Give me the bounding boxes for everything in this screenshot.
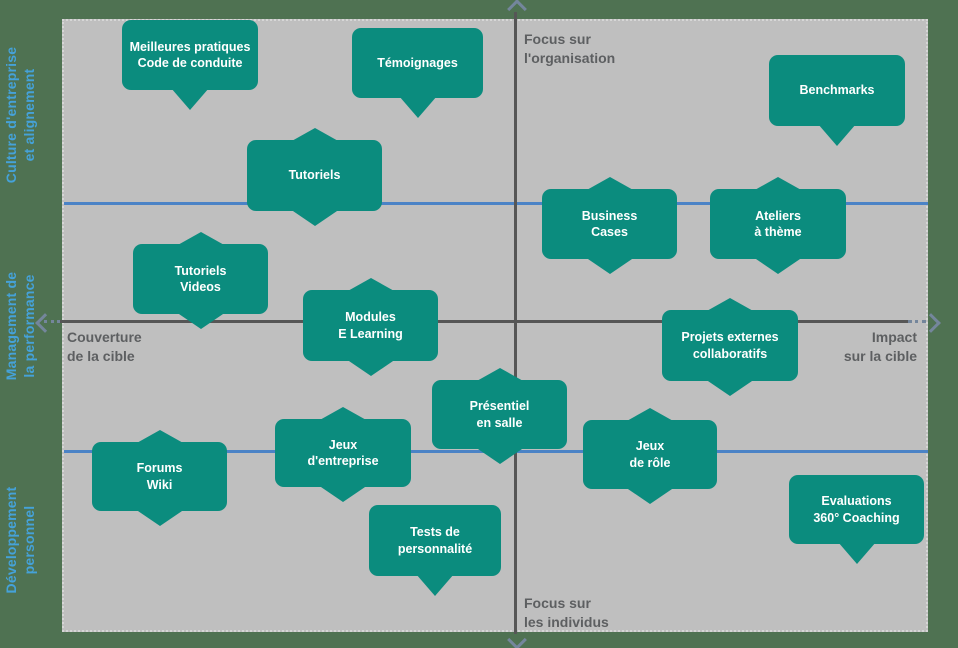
callout-tutoriels-videos: Tutoriels Videos [133,232,268,329]
callout-benchmarks: Benchmarks [769,55,905,146]
arrow-up-icon [507,0,527,19]
axis-label-focus-organisation: Focus sur l'organisation [524,31,616,66]
callout-label: Benchmarks [799,83,875,98]
callout-label: Tutoriels Videos [174,263,227,294]
callout-business-cases: Business Cases [542,177,677,274]
callout-projets-externes: Projets externes collaboratifs [662,298,798,396]
left-axis-dotted-stub [44,320,60,323]
callout-jeux-de-role: Jeux de rôle [583,408,717,504]
callout-ateliers-a-theme: Ateliers à thème [710,177,846,274]
callout-label: Modules E Learning [338,310,403,341]
callout-presentiel-en-salle: Présentiel en salle [432,368,567,464]
top-blue-threshold-line [64,202,928,205]
callout-forums-wiki: Forums Wiki [92,430,227,526]
callout-tutoriels: Tutoriels [247,128,382,226]
callout-label: Présentiel en salle [469,399,530,430]
callout-label: Evaluations 360° Coaching [813,494,900,525]
side-label-developpement-personnel: Développement personnel [3,486,38,594]
callout-meilleures-pratiques: Meilleures pratiques Code de conduite [122,20,258,110]
axis-label-couverture-cible: Couverture de la cible [67,329,142,364]
callout-temoignages: Témoignages [352,28,483,118]
right-axis-dotted-stub [908,320,926,323]
axis-label-focus-individus: Focus sur les individus [524,595,609,630]
vertical-axis-line [514,12,517,634]
callout-label: Ateliers à thème [754,208,802,239]
side-label-culture-entreprise: Culture d'entreprise et alignement [3,46,38,184]
callout-label: Tutoriels [288,168,341,183]
callout-label: Meilleures pratiques Code de conduite [129,39,251,70]
callout-label: Jeux d'entreprise [307,437,379,468]
callout-label: Business Cases [581,208,638,239]
arrow-down-icon [507,630,527,648]
callout-modules-e-learning: Modules E Learning [303,278,438,376]
callout-jeux-entreprise: Jeux d'entreprise [275,407,411,502]
side-label-management-performance: Management de la performance [3,271,38,381]
callout-label: Jeux de rôle [629,439,671,470]
callout-label: Projets externes collaboratifs [681,330,779,361]
callout-label: Forums Wiki [136,461,183,492]
callout-tests-personnalite: Tests de personnalité [369,505,501,596]
callout-evaluations-360: Evaluations 360° Coaching [789,475,924,564]
horizontal-axis-line [60,320,910,323]
callout-label: Témoignages [377,55,458,70]
axis-label-impact-cible: Impact sur la cible [843,329,917,364]
callout-label: Tests de personnalité [397,525,473,556]
